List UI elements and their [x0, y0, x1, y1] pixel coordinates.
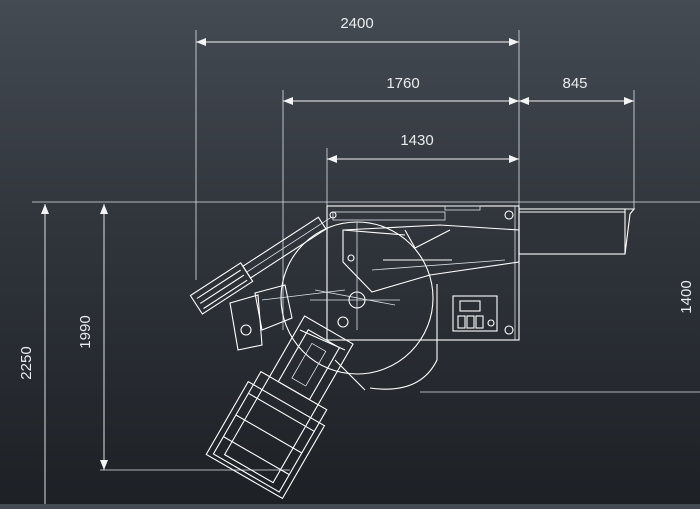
- dimension-845: 845: [519, 75, 634, 105]
- dimension-label-1990: 1990: [77, 315, 94, 348]
- dimension-label-1400: 1400: [678, 280, 695, 313]
- extension-lines: [32, 30, 700, 471]
- infeed-conveyor: [189, 216, 331, 315]
- dimension-label-845: 845: [562, 75, 587, 92]
- dimension-1760: 1760: [283, 75, 519, 105]
- machine-outline: [280, 205, 636, 390]
- dimension-1400: 1400: [678, 280, 695, 313]
- blade-guard: [280, 221, 438, 390]
- feed-arm: [314, 224, 520, 306]
- dimension-label-2250: 2250: [18, 346, 35, 379]
- main-housing: [326, 205, 520, 341]
- control-panel: [452, 295, 498, 332]
- dimension-label-2400: 2400: [340, 15, 373, 32]
- clamp-assembly: [229, 284, 346, 351]
- dimension-2400: 2400: [196, 15, 519, 46]
- dimension-2250: 2250: [18, 204, 49, 504]
- dimension-label-1760: 1760: [386, 75, 419, 92]
- dimension-label-1430: 1430: [400, 132, 433, 149]
- side-table: [518, 208, 636, 255]
- outfeed-arm: [205, 315, 354, 500]
- dimension-1430: 1430: [327, 132, 519, 163]
- dimension-1990: 1990: [77, 204, 108, 470]
